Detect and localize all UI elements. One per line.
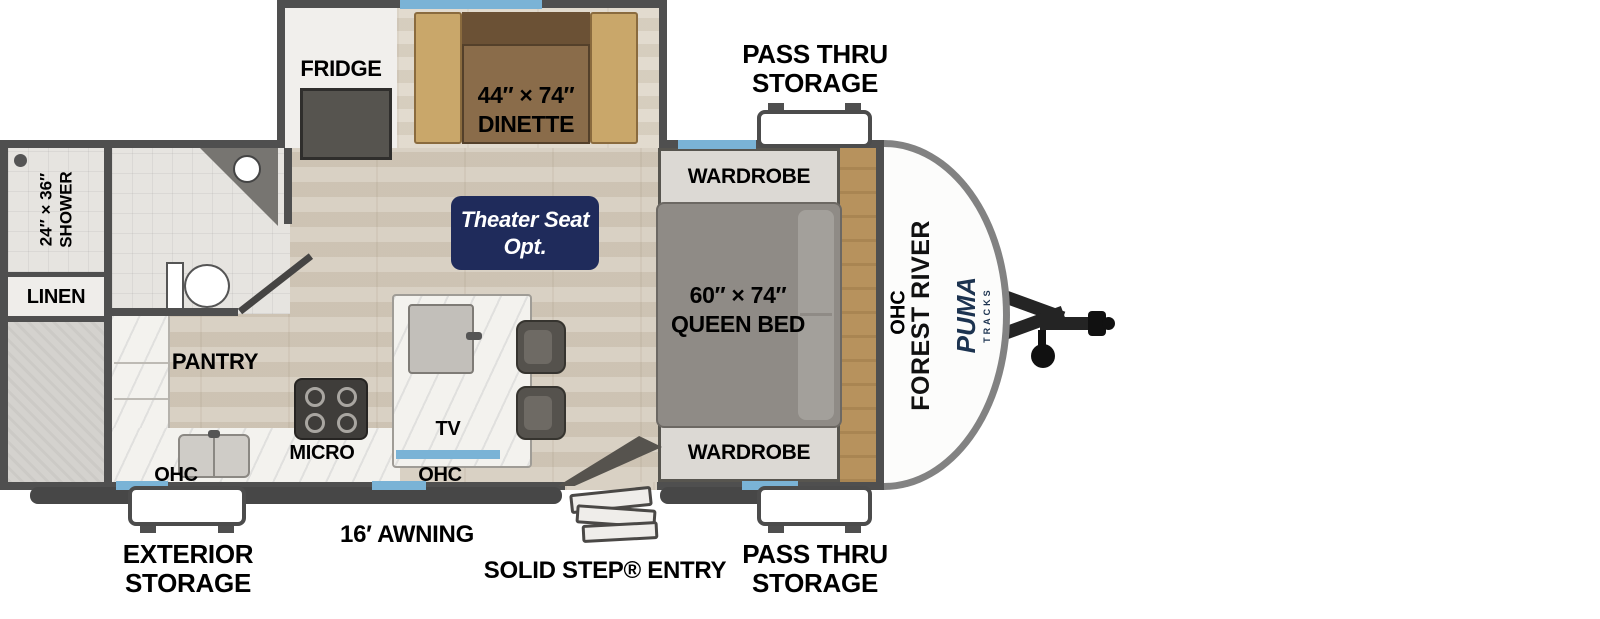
bath-wall-horizontal [112, 308, 238, 316]
window-bottom-right [742, 481, 798, 490]
dinette-label: 44″ × 74″ DINETTE [477, 82, 575, 137]
hitch-coupler-icon [1088, 311, 1106, 336]
wardrobe-bottom-label: WARDROBE [687, 441, 811, 465]
dinette-backrest [462, 12, 590, 44]
exterior-storage-label: EXTERIOR STORAGE [122, 538, 254, 598]
pass-thru-storage-top-label: PASS THRU STORAGE [742, 38, 888, 98]
window-bedroom-top [678, 140, 756, 149]
exterior-storage-bay [128, 486, 246, 526]
bath-wall-vertical [284, 148, 292, 224]
entry-door-opening [565, 482, 657, 490]
jack-wheel-icon [1031, 344, 1055, 368]
brand-model-label: PUMA [950, 276, 981, 354]
chair-seat [524, 330, 552, 364]
kitchen-sink-divider [213, 436, 215, 476]
burner-icon [337, 387, 357, 407]
toilet-tank-icon [166, 262, 184, 310]
shower-stall [8, 148, 104, 272]
pass-thru-bay-bottom [757, 486, 872, 526]
hitch-drawbar-icon [1040, 317, 1095, 330]
shower-linen-divider [8, 272, 104, 277]
island-sink-icon [408, 304, 474, 374]
pantry-shelf-line [114, 398, 168, 400]
burner-icon [305, 387, 325, 407]
stove-icon [294, 378, 368, 440]
window-slideout [400, 0, 542, 9]
micro-label: MICRO [289, 441, 355, 464]
brand-model-wrap: PUMA TRACKS [944, 230, 1000, 400]
jack-stem-icon [1038, 330, 1046, 348]
burner-icon [337, 413, 357, 433]
fridge-label: FRIDGE [300, 55, 382, 81]
queen-bed-label: 60″ × 74″ QUEEN BED [670, 282, 806, 337]
pantry-shelf-line [114, 362, 168, 364]
shower-label: 24″ × 36″ SHOWER [36, 171, 75, 249]
tv-icon [396, 450, 500, 459]
bed-pillow-divider [800, 313, 832, 316]
entry-label: SOLID STEP® ENTRY [483, 556, 727, 584]
bay-tab [218, 524, 234, 533]
bathroom-floor [112, 148, 290, 314]
hitch-ball-icon [1102, 317, 1115, 330]
shower-head-icon [14, 154, 27, 167]
brand-model-block: PUMA TRACKS [950, 276, 992, 354]
dinette-bench-left [414, 12, 462, 144]
awning-rail [30, 487, 562, 504]
ohc-center-label: OHC [418, 463, 462, 486]
wardrobe-top [658, 148, 840, 206]
bay-tab [140, 524, 156, 533]
bay-tab [768, 524, 784, 533]
chair-seat [524, 396, 552, 430]
brand-maker-label: FOREST RIVER [906, 219, 935, 411]
bed-platform [840, 148, 876, 482]
bay-tab [845, 103, 861, 112]
entry-step-icon [581, 521, 659, 543]
chair-icon [516, 386, 566, 440]
linen-label: LINEN [26, 285, 86, 308]
island-faucet-icon [466, 332, 482, 340]
brand-maker-wrap: FOREST RIVER [900, 148, 942, 482]
tv-label: TV [435, 417, 461, 440]
bay-tab [768, 103, 784, 112]
theater-seat-badge: Theater Seat Opt. [451, 196, 599, 270]
wardrobe-top-label: WARDROBE [687, 165, 811, 189]
kitchen-faucet-icon [208, 430, 220, 438]
brand-model-sub-label: TRACKS [981, 287, 992, 343]
pass-thru-bay-top [757, 110, 872, 148]
toilet-bowl-icon [184, 264, 230, 308]
shower-label-wrap: 24″ × 36″ SHOWER [8, 148, 104, 272]
awning-label: 16′ AWNING [340, 520, 474, 548]
window-bottom-center [372, 481, 426, 490]
fridge-icon [300, 88, 392, 160]
dinette-bench-right [590, 12, 638, 144]
linen-wall [8, 316, 104, 322]
bay-tab [845, 524, 861, 533]
rear-lower-area [8, 322, 104, 482]
ohc-left-label: OHC [154, 463, 198, 486]
window-bottom-left [116, 481, 168, 490]
pass-thru-storage-bottom-label: PASS THRU STORAGE [742, 538, 888, 598]
dinette-table [462, 44, 590, 144]
vanity-sink-icon [233, 155, 261, 183]
chair-icon [516, 320, 566, 374]
pantry-label: PANTRY [171, 348, 259, 374]
linen-closet [8, 277, 104, 316]
burner-icon [305, 413, 325, 433]
